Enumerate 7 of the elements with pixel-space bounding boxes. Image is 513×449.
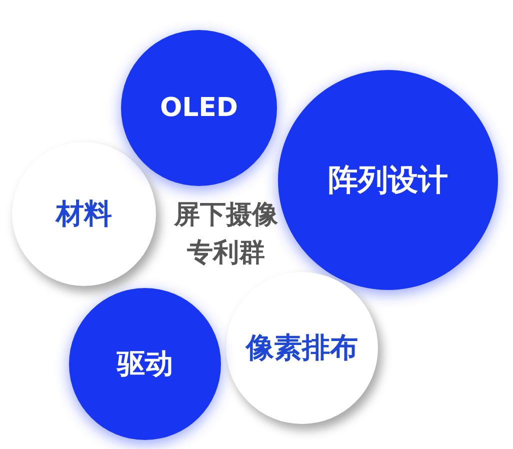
bubble-label: 材料	[56, 196, 112, 232]
bubble-circle	[121, 30, 277, 186]
bubble-label: OLED	[160, 93, 238, 123]
bubble-label: 像素排布	[246, 330, 358, 366]
bubble-label: 驱动	[117, 346, 173, 382]
bubble-label: 阵列设计	[328, 162, 448, 200]
center-title: 屏下摄像专利群	[172, 199, 279, 270]
